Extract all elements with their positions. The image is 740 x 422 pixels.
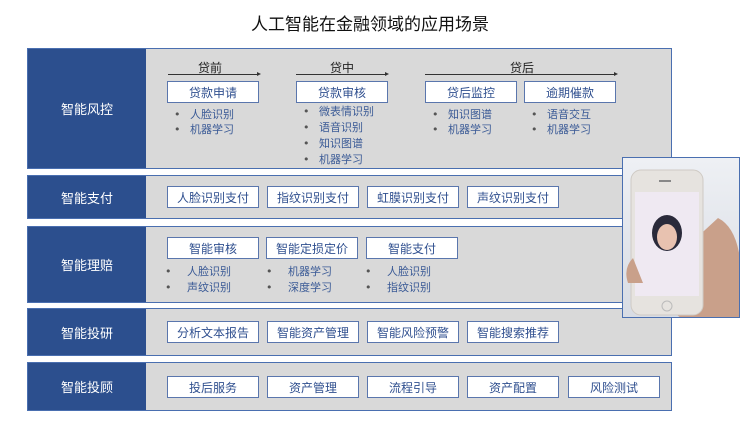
list-item: •语音交互 [531,108,591,121]
box: 智能搜索推荐 [467,321,559,343]
box: 分析文本报告 [167,321,259,343]
box: 流程引导 [367,376,459,398]
phase-label: 贷中 [330,61,355,75]
row-payment: 智能支付 人脸识别支付 指纹识别支付 虹膜识别支付 声纹识别支付 [27,175,672,219]
list-item: •声纹识别 [165,281,231,294]
box: 虹膜识别支付 [367,186,459,208]
list-item: •深度学习 [266,281,332,294]
row-label: 智能风控 [28,49,146,168]
list-item: •微表情识别 [303,105,374,118]
list-item: •人脸识别 [365,265,431,278]
box: 投后服务 [167,376,259,398]
list-item: •知识图谱 [432,108,492,121]
phase-label: 贷后 [510,61,535,75]
box: 智能支付 [366,237,458,259]
list-item: •机器学习 [432,123,492,136]
box: 智能审核 [167,237,259,259]
box-loan-review: 贷款审核 [296,81,388,103]
box-loan-application: 贷款申请 [167,81,259,103]
row-label: 智能理赔 [28,227,146,302]
box: 智能资产管理 [267,321,359,343]
row-label: 智能支付 [28,176,146,218]
list-item: •机器学习 [303,153,363,166]
page-title: 人工智能在金融领域的应用场景 [251,15,489,35]
face-recognition-phone-photo [622,157,740,318]
row-advisory: 智能投顾 投后服务 资产管理 流程引导 资产配置 风险测试 [27,362,672,411]
box-overdue-collection: 逾期催款 [524,81,616,103]
list-item: •人脸识别 [165,265,231,278]
phase-arrow [168,72,261,76]
phase-arrow [425,72,618,76]
list-item: •指纹识别 [365,281,431,294]
box: 声纹识别支付 [467,186,559,208]
phase-label: 贷前 [198,61,223,75]
box: 资产管理 [267,376,359,398]
row-research: 智能投研 分析文本报告 智能资产管理 智能风险预警 智能搜索推荐 [27,308,672,356]
list-item: •语音识别 [303,121,363,134]
box: 智能定损定价 [266,237,358,259]
list-item: •知识图谱 [303,137,363,150]
list-item: •机器学习 [174,123,234,136]
row-risk-control: 智能风控 贷前 贷中 贷后 贷款申请 •人脸识别 •机器学习 贷款审核 •微表情… [27,48,672,169]
box: 人脸识别支付 [167,186,259,208]
row-label: 智能投顾 [28,363,146,410]
box-post-loan-monitor: 贷后监控 [425,81,517,103]
box: 指纹识别支付 [267,186,359,208]
box: 风险测试 [568,376,660,398]
row-claims: 智能理赔 智能审核 •人脸识别 •声纹识别 智能定损定价 •机器学习 •深度学习… [27,226,672,303]
row-label: 智能投研 [28,309,146,355]
box: 资产配置 [467,376,559,398]
list-item: •人脸识别 [174,108,234,121]
box: 智能风险预警 [367,321,459,343]
list-item: •机器学习 [266,265,332,278]
list-item: •机器学习 [531,123,591,136]
phase-arrow [296,72,389,76]
